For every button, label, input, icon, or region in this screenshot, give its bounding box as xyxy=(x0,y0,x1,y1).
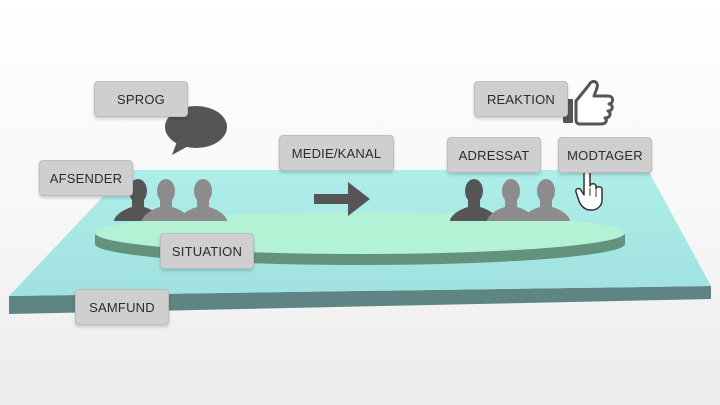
receiver-people xyxy=(450,179,570,221)
label-sprog: SPROG xyxy=(94,81,188,117)
label-situation: SITUATION xyxy=(160,233,254,269)
label-medie-kanal: MEDIE/KANAL xyxy=(279,135,394,171)
label-afsender: AFSENDER xyxy=(39,160,133,196)
label-reaktion: REAKTION xyxy=(474,81,568,117)
label-samfund: SAMFUND xyxy=(75,289,169,325)
arrow-right-icon xyxy=(314,182,370,216)
hand-pointer-icon xyxy=(575,169,603,211)
label-adressat: ADRESSAT xyxy=(447,137,541,173)
thumbs-up-icon xyxy=(563,79,615,126)
label-modtager: MODTAGER xyxy=(558,137,652,173)
